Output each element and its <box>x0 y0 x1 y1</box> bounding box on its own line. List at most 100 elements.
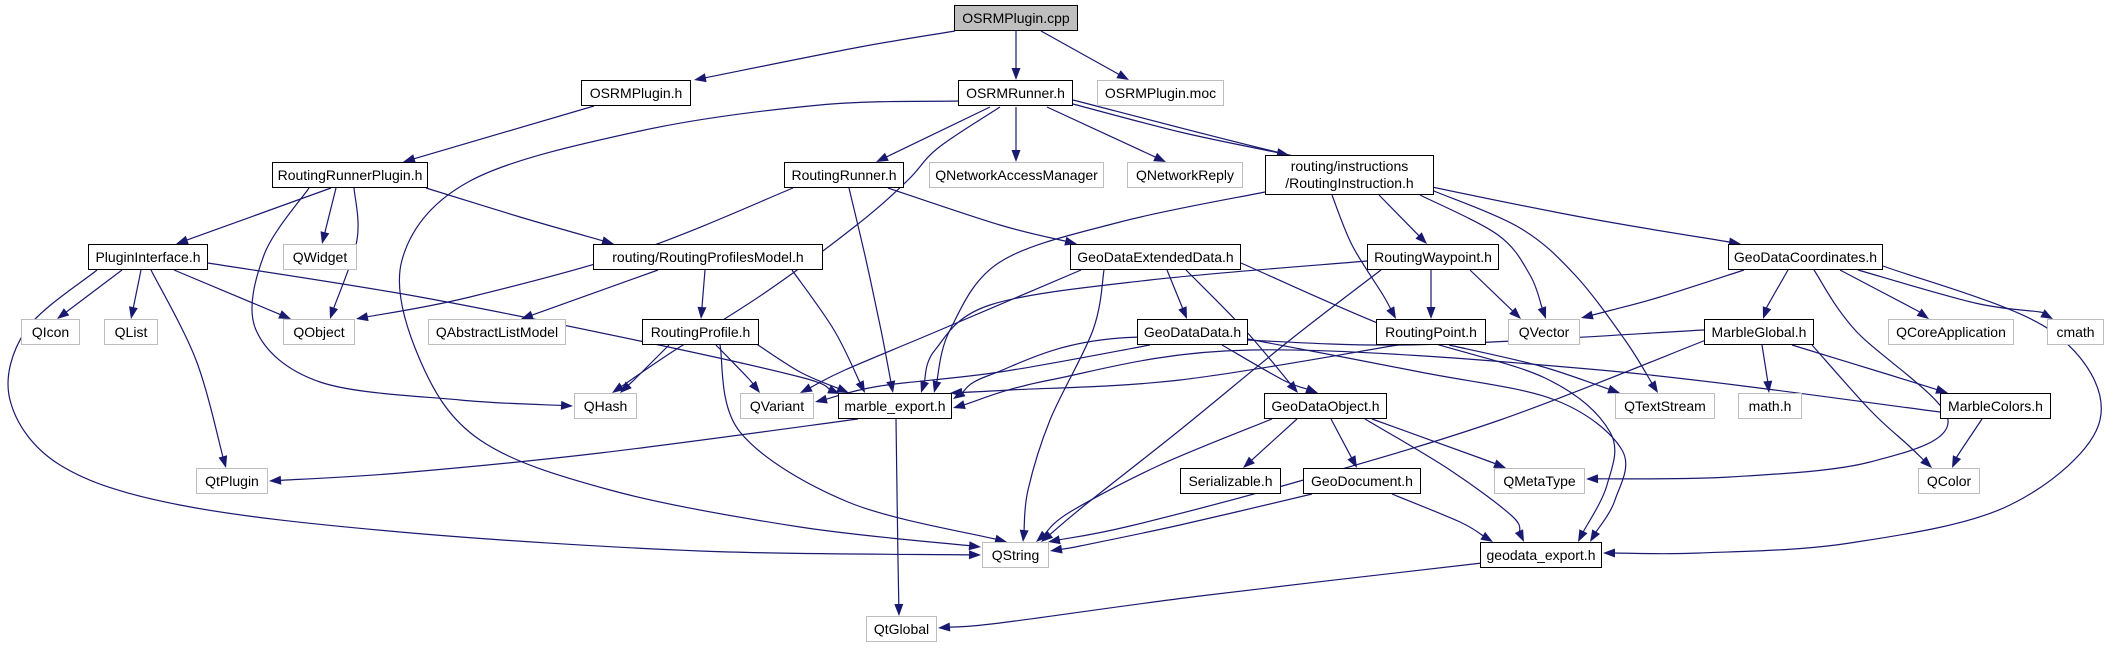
edge-routinginstruction-h--routingpoint-h <box>1331 194 1396 319</box>
edge-line <box>278 418 859 481</box>
arrowhead <box>1586 474 1599 484</box>
node-label-marblecolors-h: MarbleColors.h <box>1948 397 2043 414</box>
edge-osrmrunner-h--qstring <box>398 100 981 551</box>
node-label-math-h: math.h <box>1748 397 1792 414</box>
node-geodatacoordinates-h[interactable]: GeoDataCoordinates.h <box>1728 244 1883 270</box>
arrowhead <box>1514 529 1524 542</box>
edge-line <box>959 344 1399 394</box>
edge-line <box>332 187 359 310</box>
arrowhead <box>1537 306 1547 319</box>
arrowhead <box>1590 529 1600 542</box>
node-routingrunner-h[interactable]: RoutingRunner.h <box>784 162 904 188</box>
node-geodatadata-h[interactable]: GeoDataData.h <box>1137 319 1248 345</box>
arrowhead <box>1415 232 1427 244</box>
edge-line <box>1590 269 1745 317</box>
node-routingrunnerplugin-h[interactable]: RoutingRunnerPlugin.h <box>272 162 428 188</box>
node-routingprofile-h[interactable]: RoutingProfile.h <box>642 319 759 345</box>
arrowhead <box>1607 384 1620 394</box>
edge-osrmplugin-cpp--osrmplugin-moc <box>1040 30 1129 80</box>
arrowhead <box>1243 456 1255 468</box>
arrowhead <box>218 455 228 468</box>
edge-routinginstruction-h--qvector <box>1419 194 1547 319</box>
edge-line <box>1023 269 1105 533</box>
arrowhead <box>1036 530 1048 542</box>
arrowhead <box>1050 544 1063 554</box>
edge-line <box>754 342 841 390</box>
edge-routingprofile-h--qhash <box>620 344 670 393</box>
edge-plugininterface-h--qicon <box>57 269 123 319</box>
node-serializable-h[interactable]: Serializable.h <box>1180 468 1281 494</box>
edge-line <box>1391 493 1485 538</box>
arrowhead <box>894 603 904 616</box>
edge-line <box>947 562 1483 628</box>
edge-geodataobject-h--geodocument-h <box>1330 418 1357 468</box>
edge-geodatacoordinates-h--marbleglobal-h <box>1762 269 1789 319</box>
edge-line <box>1072 103 1280 154</box>
edge-line <box>887 187 1068 243</box>
edge-plugininterface-h--qobject <box>173 269 291 319</box>
node-routingprofilesmodel-h[interactable]: routing/RoutingProfilesModel.h <box>593 244 823 270</box>
arrowhead <box>320 231 330 244</box>
node-marblecolors-h[interactable]: MarbleColors.h <box>1940 393 2051 419</box>
edge-geodataextendeddata-h--geodata-export-h <box>1240 262 1616 542</box>
arrowhead <box>694 73 707 83</box>
node-osrmplugin-h[interactable]: OSRMPlugin.h <box>581 80 691 106</box>
node-label-qvariant: QVariant <box>749 397 805 414</box>
node-geodocument-h[interactable]: GeoDocument.h <box>1303 468 1421 494</box>
arrowhead <box>953 400 966 409</box>
edge-routingrunnerplugin-h--routingprofilesmodel-h <box>425 187 614 245</box>
node-geodataextendeddata-h[interactable]: GeoDataExtendedData.h <box>1070 244 1241 270</box>
arrowhead <box>620 381 632 393</box>
node-geodata-export-h[interactable]: geodata_export.h <box>1480 542 1602 568</box>
node-label-qhash: QHash <box>583 397 628 414</box>
node-plugininterface-h[interactable]: PluginInterface.h <box>88 244 208 270</box>
node-routingpoint-h[interactable]: RoutingPoint.h <box>1376 319 1486 345</box>
arrowhead <box>1493 459 1506 468</box>
edge-osrmplugin-cpp--osrmplugin-h <box>694 30 956 83</box>
edge-line <box>935 191 1266 384</box>
edge-marble-export-h--qtglobal <box>894 418 904 616</box>
edge-line <box>848 187 892 384</box>
node-label-geodatacoordinates-h: GeoDataCoordinates.h <box>1733 248 1878 265</box>
edge-osrmplugin-h--routingrunnerplugin-h <box>403 105 595 163</box>
node-qabstractlistmodel: QAbstractListModel <box>428 319 566 345</box>
node-geodataobject-h[interactable]: GeoDataObject.h <box>1264 393 1387 419</box>
arrowhead <box>356 312 369 322</box>
node-osrmrunner-h[interactable]: OSRMRunner.h <box>958 80 1073 106</box>
edge-geodatacoordinates-h--qcoreapplication <box>1839 269 1929 319</box>
edge-geodataobject-h--serializable-h <box>1243 418 1298 468</box>
node-label-osrmrunner-h: OSRMRunner.h <box>966 84 1065 101</box>
node-marble-export-h[interactable]: marble_export.h <box>838 393 952 419</box>
node-qtplugin: QtPlugin <box>196 468 268 494</box>
edge-line <box>1761 344 1770 387</box>
node-routinginstruction-h[interactable]: routing/instructions /RoutingInstruction… <box>1265 155 1434 195</box>
edge-line <box>1364 418 1521 534</box>
arrowhead <box>836 384 849 393</box>
edge-geodatacoordinates-h--geodata-export-h <box>1603 265 2102 558</box>
arrowhead <box>1178 306 1187 319</box>
node-marbleglobal-h[interactable]: MarbleGlobal.h <box>1704 319 1814 345</box>
edge-geodatadata-h--geodataobject-h <box>1221 344 1318 393</box>
edge-osrmrunner-h--qhash <box>612 106 1001 393</box>
edge-routingprofilesmodel-h--routingprofile-h <box>697 269 707 319</box>
arrowhead <box>1048 535 1061 545</box>
edge-line <box>1612 265 2102 555</box>
edge-line <box>1331 194 1392 311</box>
edge-routingrunner-h--marble-export-h <box>848 187 896 393</box>
edge-routingwaypoint-h--routingpoint-h <box>1426 270 1436 319</box>
arrowhead <box>1920 456 1932 468</box>
node-qhash: QHash <box>574 393 637 419</box>
node-label-qtextstream: QTextStream <box>1624 397 1706 414</box>
edge-line <box>1791 344 1939 391</box>
arrowhead <box>1386 306 1396 319</box>
arrowhead <box>1116 70 1129 80</box>
edge-line <box>1419 194 1544 310</box>
edge-line <box>1857 269 2047 315</box>
edge-line <box>1954 418 1983 460</box>
arrowhead <box>521 310 534 320</box>
edge-geodataobject-h--qmetatype <box>1371 418 1506 468</box>
edge-geodataobject-h--geodata-export-h <box>1364 418 1524 542</box>
node-routingwaypoint-h[interactable]: RoutingWaypoint.h <box>1367 244 1499 270</box>
node-label-marble-export-h: marble_export.h <box>844 397 946 414</box>
arrowhead <box>57 308 70 319</box>
